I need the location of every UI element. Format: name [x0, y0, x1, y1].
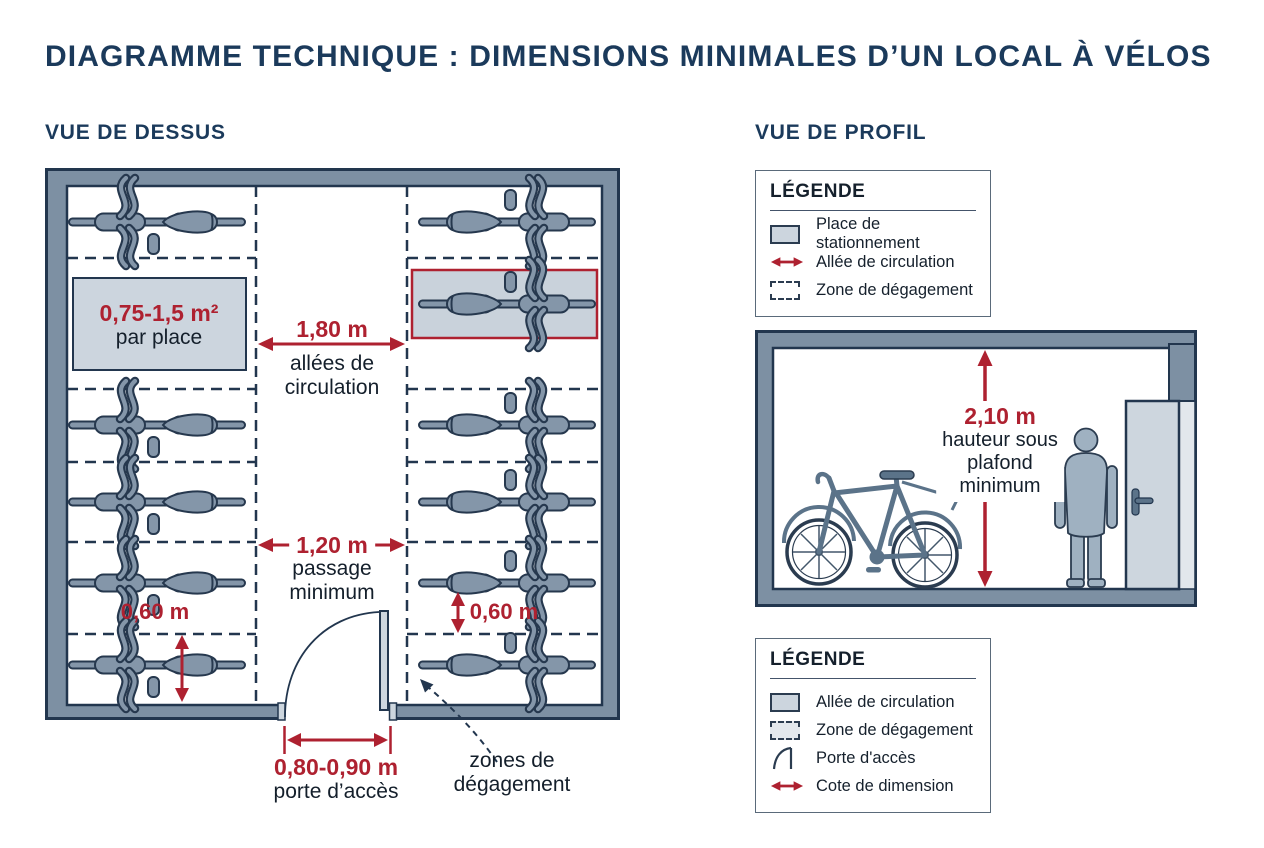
legend-item-access-door: Porte d'accès — [770, 744, 976, 772]
legend-profile-view: LÉGENDE Allée de circulation Zone de dég… — [755, 638, 991, 813]
legend-item-clearance-zone: Zone de dégagement — [770, 716, 976, 744]
legend-item-label: Allée de circulation — [816, 692, 955, 711]
legend-top-view: LÉGENDE Place de stationnement Allée de … — [755, 170, 991, 317]
aisle-dimension-value: 1,80 m — [296, 316, 368, 342]
door-handle-icon — [1131, 488, 1154, 516]
page-title: DIAGRAMME TECHNIQUE : DIMENSIONS MINIMAL… — [45, 40, 1212, 73]
area-unit-label: par place — [115, 326, 203, 349]
door-dimension-value: 0,80-0,90 m — [273, 754, 399, 780]
person-icon — [1054, 427, 1118, 588]
circulation-arrow-icon — [770, 255, 804, 269]
stall-width-arrow-right — [451, 592, 465, 633]
legend-item-clearance-zone: Zone de dégagement — [770, 276, 976, 304]
legend-title: LÉGENDE — [770, 181, 976, 211]
passage-dimension-value: 1,20 m — [289, 532, 375, 558]
legend-item-label: Zone de dégagement — [816, 720, 973, 739]
clearance-zone-swatch — [770, 280, 804, 300]
door-label: porte d’accès — [273, 780, 399, 803]
ceiling-height-label: 2,10 m hauteur sous plafond minimum — [936, 401, 1064, 502]
clearance-zone-lines — [67, 186, 602, 705]
legend-item-label: Allée de circulation — [816, 252, 955, 271]
legend-item-parking-space: Place de stationnement — [770, 215, 976, 252]
bike-side-icon — [781, 470, 964, 589]
clearance-zones-note: zones de dégagement — [453, 749, 571, 796]
area-label-box — [72, 277, 247, 371]
door-leaf — [379, 610, 389, 711]
aisle-label: allées de circulation — [284, 352, 380, 399]
legend-title: LÉGENDE — [770, 649, 976, 679]
clearance-note-arrow — [420, 679, 498, 763]
dimension-arrow-icon — [770, 779, 804, 793]
circulation-aisle-swatch — [770, 692, 804, 712]
legend-item-dimension-arrow: Cote de dimension — [770, 772, 976, 800]
legend-item-circulation-aisle: Allée de circulation — [770, 688, 976, 716]
stall-width-value-left: 0,60 m — [120, 599, 190, 624]
clearance-zone-swatch — [770, 720, 804, 740]
legend-item-label: Place de stationnement — [816, 215, 920, 252]
door-width-arrow — [283, 726, 392, 754]
aisle-width-arrow — [258, 337, 405, 351]
legend-item-circulation-aisle: Allée de circulation — [770, 248, 976, 276]
stall-width-arrow-left — [175, 635, 189, 702]
area-value: 0,75-1,5 m² — [99, 300, 219, 326]
profile-door — [1124, 343, 1196, 591]
door-swing-arc — [284, 611, 380, 718]
legend-item-label: Cote de dimension — [816, 776, 954, 795]
profile-view-heading: VUE DE PROFIL — [755, 121, 927, 144]
top-view-heading: VUE DE DESSUS — [45, 121, 226, 144]
dimension-arrows — [175, 337, 465, 754]
passage-label: passage minimum — [289, 557, 375, 604]
legend-item-label: Zone de dégagement — [816, 280, 973, 299]
legend-item-label: Porte d'accès — [816, 748, 916, 767]
floor-plan-drawing — [45, 168, 620, 763]
ceiling-height-value: 2,10 m — [964, 403, 1036, 429]
stall-width-value-right: 0,60 m — [469, 599, 539, 624]
area-per-space-label: 0,75-1,5 m² par place — [100, 300, 219, 350]
access-door-icon — [770, 745, 804, 771]
parking-space-swatch — [770, 224, 804, 244]
access-door — [277, 610, 398, 723]
